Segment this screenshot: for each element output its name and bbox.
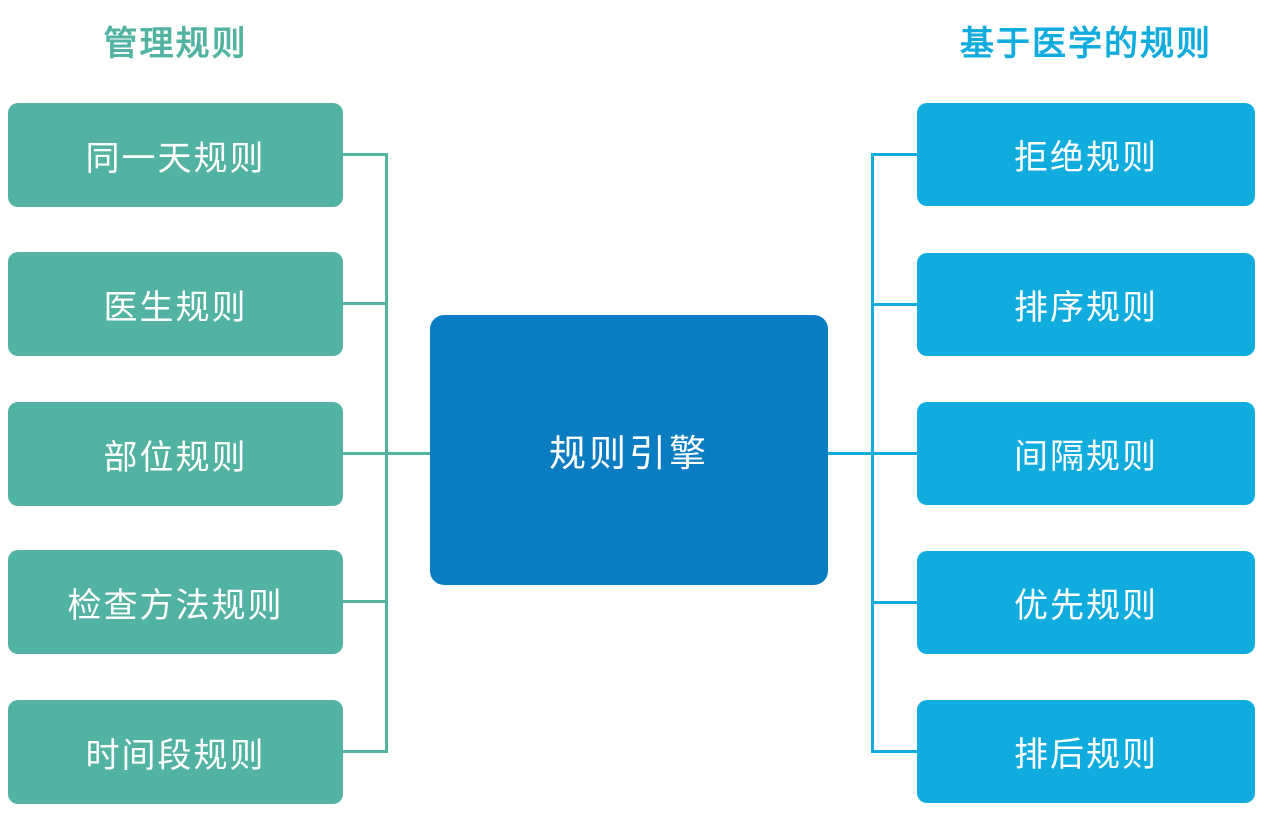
left-connector-5 xyxy=(343,750,388,753)
right-connector-4 xyxy=(871,601,917,604)
right-connector-5 xyxy=(871,750,917,753)
right-connector-1 xyxy=(871,153,917,156)
left-connector-3-to-center xyxy=(343,452,430,455)
node-body-part-rule: 部位规则 xyxy=(8,402,343,506)
left-group-header: 管理规则 xyxy=(103,25,248,63)
node-priority-rule: 优先规则 xyxy=(917,551,1255,654)
node-time-period-rule: 时间段规则 xyxy=(8,700,343,804)
node-rule-engine: 规则引擎 xyxy=(430,315,828,585)
right-group-header: 基于医学的规则 xyxy=(960,25,1212,63)
right-connector-3-from-center xyxy=(828,452,917,455)
left-connector-1 xyxy=(343,153,388,156)
left-connector-2 xyxy=(343,302,385,305)
node-sort-rule: 排序规则 xyxy=(917,253,1255,356)
node-doctor-rule: 医生规则 xyxy=(8,252,343,356)
node-interval-rule: 间隔规则 xyxy=(917,402,1255,505)
node-defer-rule: 排后规则 xyxy=(917,700,1255,803)
node-reject-rule: 拒绝规则 xyxy=(917,103,1255,206)
left-connector-4 xyxy=(343,600,385,603)
node-same-day-rule: 同一天规则 xyxy=(8,103,343,207)
node-exam-method-rule: 检查方法规则 xyxy=(8,550,343,654)
right-connector-2 xyxy=(871,303,917,306)
